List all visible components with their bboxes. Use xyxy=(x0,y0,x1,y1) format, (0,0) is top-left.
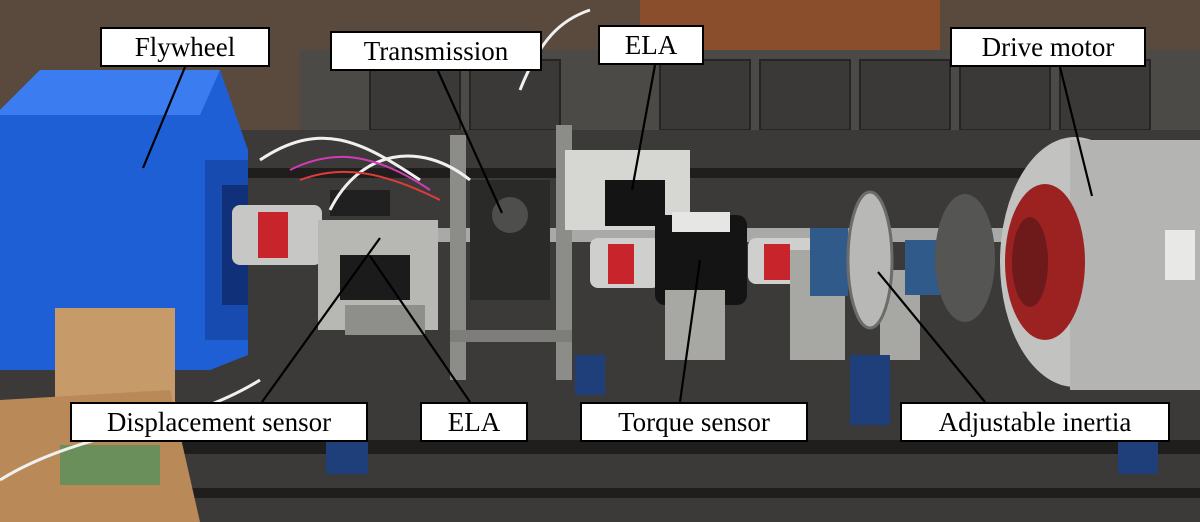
leader-lines xyxy=(141,64,1094,403)
label-torque-sensor: Torque sensor xyxy=(580,402,808,442)
label-transmission: Transmission xyxy=(330,31,542,71)
label-flywheel: Flywheel xyxy=(100,27,270,67)
ela-left-assembly xyxy=(318,190,438,335)
floor-grates xyxy=(369,59,1151,131)
label-ela-bottom: ELA xyxy=(420,402,528,442)
brake-disk xyxy=(935,194,995,322)
transmission-frame xyxy=(450,125,572,380)
label-drive-motor: Drive motor xyxy=(950,27,1146,67)
bearing-blocks xyxy=(810,228,940,296)
coupling-left xyxy=(232,205,322,265)
drive-motor xyxy=(1000,137,1200,390)
inertia-disk xyxy=(846,190,894,330)
label-adjustable-inertia: Adjustable inertia xyxy=(900,402,1170,442)
bed-clamps xyxy=(326,355,1158,474)
coupling-middle xyxy=(590,238,660,288)
torque-sensor-body xyxy=(655,212,747,305)
label-displacement-sensor: Displacement sensor xyxy=(70,402,368,442)
wiring-colored xyxy=(289,155,441,201)
label-ela-top: ELA xyxy=(598,25,704,65)
